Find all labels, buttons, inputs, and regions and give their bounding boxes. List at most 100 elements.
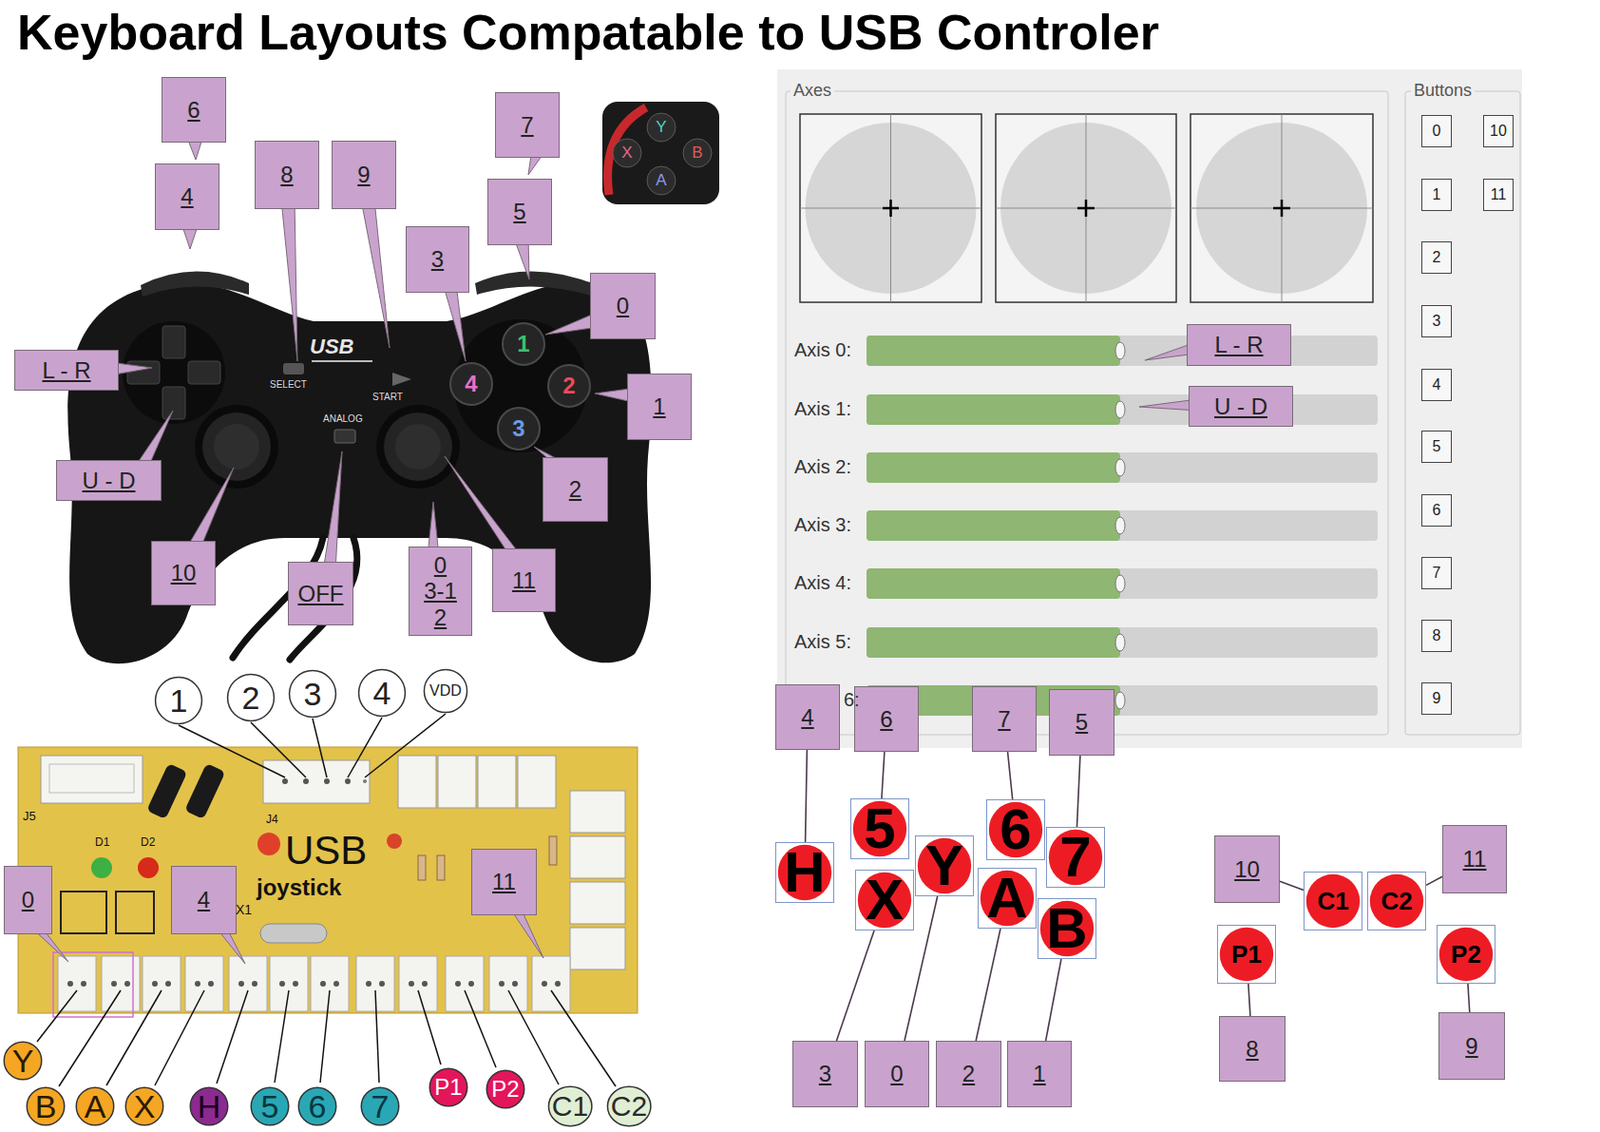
callout-number: 11 [512,569,536,592]
node-label: P2 [1450,941,1482,967]
circle-outline [289,670,337,718]
node-label: Y [12,1044,35,1077]
button-disc [1048,829,1103,885]
wire-color-circle: 6 [297,1085,338,1126]
button-disc [1306,874,1360,928]
axis-bar [866,394,1121,425]
wire-connector [142,955,181,1011]
wire-color-circle: X [124,1085,165,1126]
axis-label: Axis 2: [794,457,852,477]
wire-connector [67,980,74,987]
gamepad-photo [122,321,226,424]
callout-box: 6 [161,76,227,143]
button-symbol: A [651,171,671,189]
red-button: H [775,841,835,903]
silkscreen-label: J5 [22,809,37,822]
callout-box: 6 [854,685,919,752]
node-label: 4 [373,676,392,709]
gamepad-photo [497,407,540,450]
callout-box: 1 [1007,1040,1072,1107]
wire-color-circle: H [189,1085,229,1126]
red-button: 7 [1046,826,1105,888]
wire-connector [512,980,518,987]
logo-text: USB [309,336,354,358]
callout-number: 1 [1032,1062,1046,1086]
callout-box: 10 [151,540,216,606]
wire-color-circle: Y [2,1040,43,1081]
wire-connector [124,980,131,987]
callout-leader [1076,755,1080,827]
callout-number: 3 [819,1062,832,1086]
node-label: 2 [242,681,261,714]
wire-connector [152,980,158,987]
axis-bar [1115,574,1125,592]
node-label: 1 [170,684,189,717]
pcb-photo [570,927,626,970]
pin-number-circle: VDD [422,667,469,714]
joystick-test-panel [800,114,982,303]
pcb-photo [18,746,638,1013]
pcb-photo [570,790,626,833]
button-disc [778,844,832,900]
button-symbol: Y [651,118,671,135]
joystick-test-panel [1190,114,1373,303]
wire-connector [251,980,258,987]
callout-box: 10 [1214,835,1280,903]
callout-number: 1 [652,395,666,419]
wire-connector [310,955,349,1011]
node-label: H [783,843,825,901]
node-label: C1 [1316,888,1349,914]
axis-bar [866,394,1378,425]
diagram-title: Keyboard Layouts Compatable to USB Contr… [17,7,1160,58]
gamepad-photo [383,412,453,481]
red-button: B [1037,897,1097,959]
wire-connector [101,955,140,1011]
node-label: X [133,1089,156,1123]
wire-connector [292,980,299,987]
callout-leader [1279,880,1304,890]
wire-connector [165,980,172,987]
callout-box: 5 [1048,688,1115,756]
callout-number: 4 [197,888,210,912]
callout-number: 0 3-1 2 [421,552,460,631]
gamepad-photo [283,362,305,375]
axis-label: Axis 5: [794,631,852,651]
pcb-photo [344,778,351,784]
circle-outline [359,669,406,717]
button-caption: START [372,392,403,402]
gamepad-photo [127,361,160,384]
callout-number: 10 [1234,857,1260,881]
wire-color-circle: 5 [249,1085,290,1126]
leader-line [551,990,616,1086]
callout-leader [836,930,875,1041]
button-icon [647,166,676,195]
gamepad-photo [194,404,279,489]
leader-line [375,990,380,1083]
callout-box: 0 [864,1040,930,1107]
node-label: 2 [1432,249,1442,266]
node-label: C2 [1380,888,1412,914]
red-button: C2 [1367,871,1427,931]
wire-connector [333,980,340,987]
button-icon [647,113,676,142]
joystick-test-panel [777,69,1523,748]
wire-connector [379,980,385,987]
joystick-test-panel [1190,114,1373,303]
axis-bar [1115,691,1125,709]
leader-line [216,990,248,1084]
node-label: Y [925,837,964,895]
node-label: 10 [1489,123,1507,139]
red-button: 6 [986,799,1046,860]
callout-leader [1046,958,1062,1041]
button-icon [608,107,647,195]
axis-bar [866,335,1121,366]
red-button: C1 [1303,871,1363,931]
leader-line [37,713,616,1086]
pcb-photo [398,755,437,808]
callout-box: 3 [792,1040,858,1107]
callout-box: 2 [935,1040,1002,1107]
pcb-photo [477,755,516,808]
button-indicator: 6 [1421,494,1452,527]
button-disc [853,800,907,857]
